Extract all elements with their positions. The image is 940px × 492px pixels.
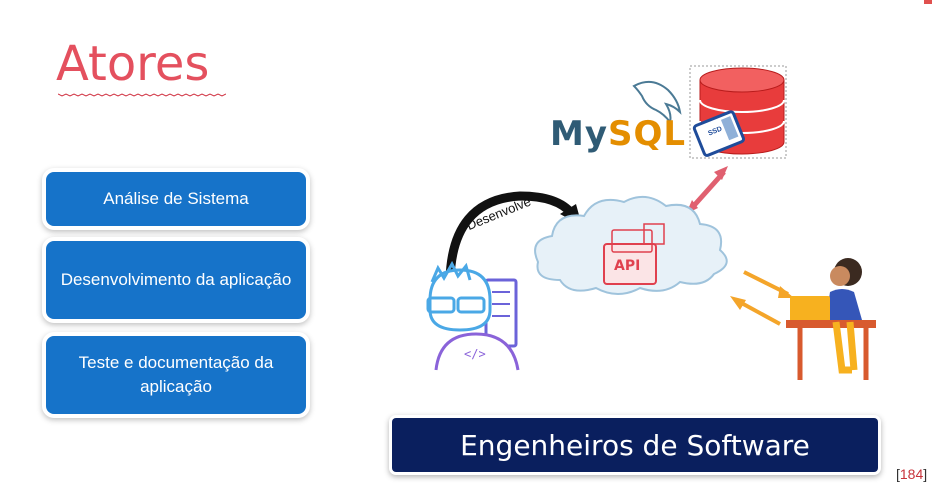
role-card-analysis: Análise de Sistema [46, 172, 306, 226]
mysql-logo-icon [632, 80, 682, 125]
reference-marker: [184] [896, 466, 928, 482]
api-label: API [614, 258, 641, 274]
engineers-banner: Engenheiros de Software [392, 418, 878, 472]
svg-text:</>: </> [464, 347, 486, 361]
slide-title: Atores [56, 36, 210, 92]
role-card-testing: Teste e documentação da aplicação [46, 336, 306, 414]
user-laptop-icon [786, 258, 876, 380]
ssd-icon [692, 110, 745, 157]
spellcheck-underline [58, 93, 226, 97]
db-api-arrow [686, 166, 728, 214]
mysql-logo-text: MySQL [550, 114, 687, 154]
banner-text: Engenheiros de Software [460, 428, 810, 462]
role-card-label: Análise de Sistema [103, 189, 249, 208]
database-cylinder-icon [699, 67, 785, 155]
api-user-arrows [730, 270, 794, 326]
role-card-label: Desenvolvimento da aplicação [60, 270, 292, 289]
developer-icon: </> [426, 260, 520, 371]
cloud-icon [534, 195, 728, 295]
corner-accent [924, 0, 932, 4]
role-card-label: Teste e documentação da aplicação [78, 353, 274, 396]
role-card-development: Desenvolvimento da aplicação [46, 241, 306, 319]
